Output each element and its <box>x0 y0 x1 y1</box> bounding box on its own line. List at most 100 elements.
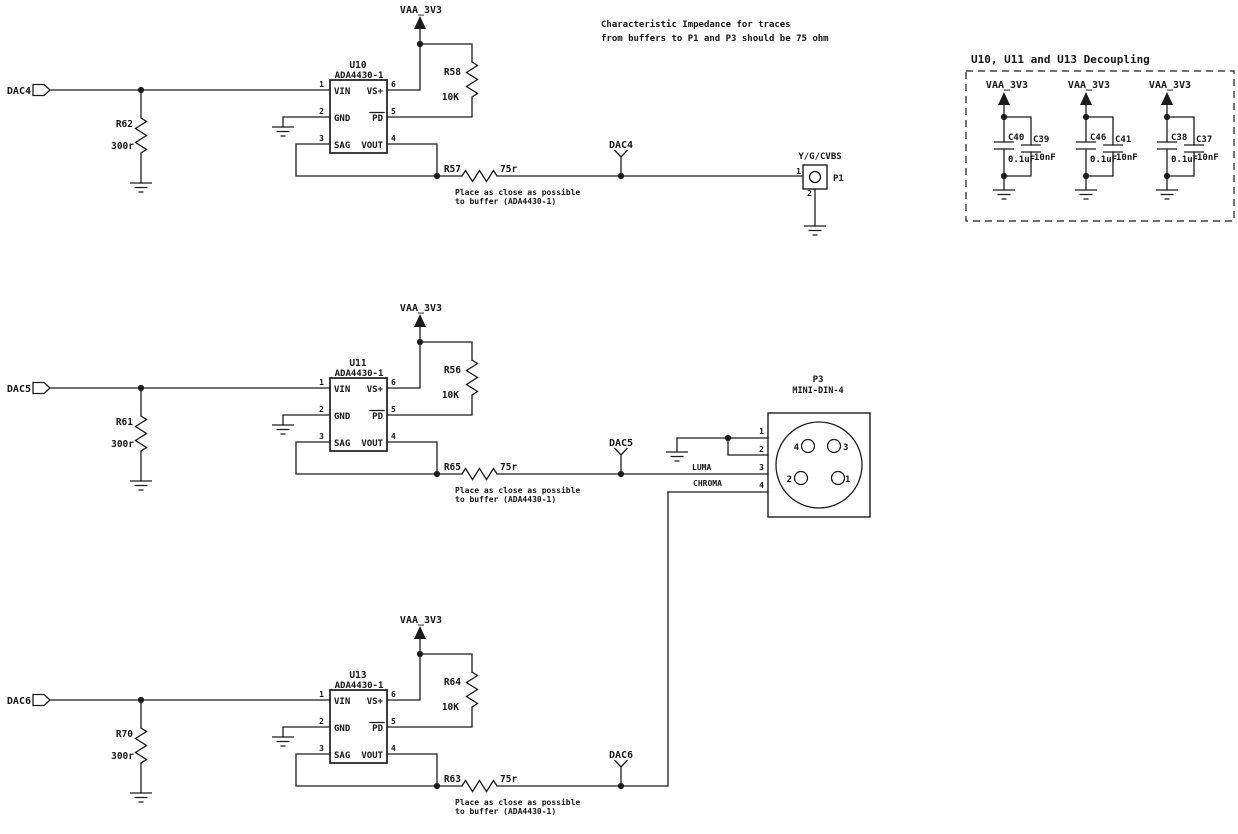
ic-ref: U13 <box>349 670 366 681</box>
shunt-resistor-value: 300r <box>111 141 134 152</box>
input-port-icon <box>32 381 51 395</box>
shunt-resistor-value: 300r <box>111 751 134 762</box>
ic-pin-number-4: 4 <box>391 432 396 441</box>
power-net-label: VAA_3V3 <box>400 303 442 314</box>
ic-pin-number-3: 3 <box>319 432 324 441</box>
p1-signal-label: Y/G/CVBS <box>798 152 841 162</box>
net-flag-label: DAC4 <box>609 140 633 151</box>
p3-din-pin4-icon <box>800 438 816 454</box>
ic-pin-name-vout: VOUT <box>361 439 383 449</box>
ic-part-number: ADA4430-1 <box>335 71 384 81</box>
ic-pin-number-1: 1 <box>319 378 324 387</box>
junction-dot <box>416 338 424 346</box>
power-arrow-icon <box>1080 92 1092 105</box>
ic-pin-name-vout: VOUT <box>361 141 383 151</box>
ic-pin-name-vs: VS+ <box>367 697 384 707</box>
p3-connector: P3 MINI-DIN-4 4 3 2 1 1 2 3 4 LUMA CHROM… <box>665 375 871 518</box>
net-flag-icon <box>613 149 629 174</box>
ic-pin-number-1: 1 <box>319 690 324 699</box>
ic-pin-number-6: 6 <box>391 378 396 387</box>
ic-pin-name-sag: SAG <box>334 141 350 151</box>
pullup-resistor-ref: R56 <box>444 365 461 376</box>
series-resistor-value: 75r <box>500 774 517 785</box>
power-arrow-icon <box>414 626 426 639</box>
series-resistor-icon <box>461 169 498 183</box>
junction-dot <box>1082 113 1090 121</box>
series-resistor-ref: R57 <box>444 164 461 175</box>
capacitor-value-2: 10nF <box>1197 153 1219 163</box>
junction-dot <box>1000 113 1008 121</box>
decoupling-section: U10, U11 and U13 Decoupling VAA_3V3 C40 … <box>965 53 1235 222</box>
capacitor-value-1: 0.1uF <box>1171 155 1198 165</box>
junction-dot <box>433 172 441 180</box>
channel-group: DAC4 R62 300r VAA_3V3 U10 ADA4430-1 1 2 … <box>7 5 633 206</box>
capacitor-icon <box>1020 144 1042 153</box>
channel-wires <box>49 28 622 184</box>
ic-pin-name-gnd: GND <box>334 114 351 124</box>
ground-icon <box>129 480 153 491</box>
placement-note-line1: Place as close as possible <box>455 187 580 197</box>
capacitor-ref-1: C40 <box>1008 133 1024 143</box>
capacitor-value-1: 0.1uF <box>1008 155 1035 165</box>
ic-pin-name-sag: SAG <box>334 439 350 449</box>
power-net-label: VAA_3V3 <box>400 5 442 16</box>
ground-icon <box>992 189 1016 200</box>
chroma-signal-label: CHROMA <box>693 479 722 488</box>
ground-icon <box>803 225 827 236</box>
pullup-resistor-icon <box>465 61 479 98</box>
shunt-resistor-ref: R61 <box>116 417 133 428</box>
net-flag-icon <box>613 759 629 784</box>
junction-dot <box>1082 172 1090 180</box>
ic-pin-number-4: 4 <box>391 134 396 143</box>
ground-icon <box>1155 189 1179 200</box>
pullup-resistor-ref: R58 <box>444 67 461 78</box>
ground-icon <box>271 126 295 137</box>
junction-dot <box>1163 113 1171 121</box>
capacitor-ref-2: C39 <box>1033 135 1049 145</box>
shunt-resistor-value: 300r <box>111 439 134 450</box>
capacitor-value-1: 0.1uF <box>1090 155 1117 165</box>
series-resistor-icon <box>461 467 498 481</box>
placement-note-line2: to buffer (ADA4430-1) <box>455 807 556 816</box>
ic-pin-number-6: 6 <box>391 80 396 89</box>
p3-pin1-number: 1 <box>759 427 764 436</box>
placement-note-line2: to buffer (ADA4430-1) <box>455 495 556 504</box>
channel-wires <box>49 638 622 794</box>
capacitor-ref-1: C46 <box>1090 133 1106 143</box>
ic-pin-name-vin: VIN <box>334 697 350 707</box>
capacitor-icon <box>1102 144 1124 153</box>
ic-pin-number-5: 5 <box>391 107 396 116</box>
shunt-resistor-icon <box>134 727 148 764</box>
ic-pin-name-pd: PD <box>372 724 383 734</box>
series-resistor-ref: R65 <box>444 462 461 473</box>
series-resistor-ref: R63 <box>444 774 461 785</box>
p3-din-pin3-label: 3 <box>843 443 848 453</box>
ic-pin-number-3: 3 <box>319 134 324 143</box>
decap-wires <box>1085 103 1114 191</box>
ic-part-number: ADA4430-1 <box>335 369 384 379</box>
junction-dot <box>137 384 145 392</box>
placement-note-line1: Place as close as possible <box>455 485 580 495</box>
p3-part-number: MINI-DIN-4 <box>792 386 843 396</box>
decap-group: VAA_3V3 C38 C37 0.1uF 10nF <box>1149 80 1219 200</box>
p3-body <box>767 412 871 518</box>
ground-icon <box>271 424 295 435</box>
p3-pin-wires <box>667 437 769 493</box>
placement-note-line1: Place as close as possible <box>455 797 580 807</box>
capacitor-icon <box>1075 141 1097 150</box>
p3-din-pin4-label: 4 <box>794 443 800 453</box>
junction-dot <box>1000 172 1008 180</box>
decap-group: VAA_3V3 C46 C41 0.1uF 10nF <box>1068 80 1138 200</box>
p1-connector: Y/G/CVBS P1 1 2 <box>796 152 844 236</box>
ground-icon <box>129 182 153 193</box>
ic-pin-number-2: 2 <box>319 107 324 116</box>
p3-ref: P3 <box>813 375 824 385</box>
net-flag-label: DAC5 <box>609 438 633 449</box>
junction-dot <box>137 696 145 704</box>
p3-pin2-number: 2 <box>759 445 764 454</box>
ic-part-number: ADA4430-1 <box>335 681 384 691</box>
ic-pin-name-pd: PD <box>372 114 383 124</box>
junction-dot <box>617 782 625 790</box>
